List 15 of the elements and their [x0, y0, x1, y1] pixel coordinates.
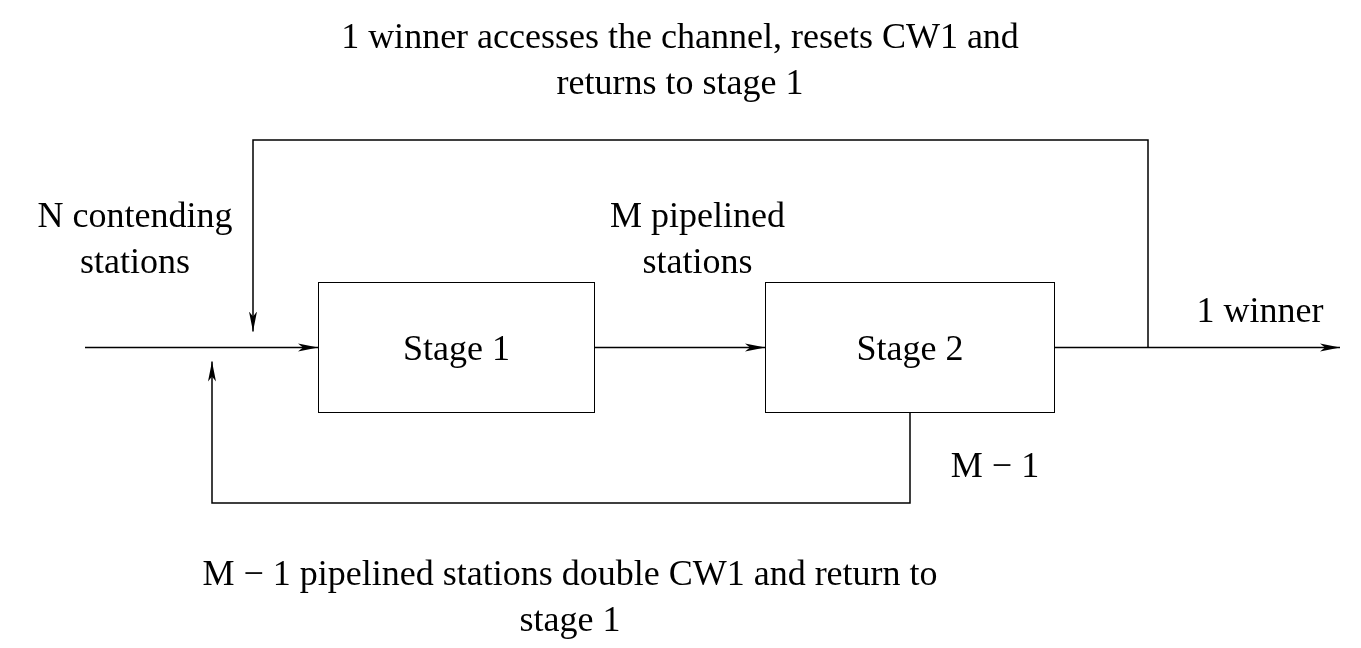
stage-label: Stage 1 — [403, 326, 510, 369]
note-label: M − 1 — [949, 444, 1041, 487]
edge-label: 1 winner accesses the channel, resets CW1 and returns to stage 1 — [340, 15, 1020, 104]
note-label: N contending stations — [36, 194, 234, 283]
stage-box — [765, 282, 1055, 413]
edge-label: M − 1 pipelined stations double CW1 and return to stage 1 — [201, 552, 939, 641]
arrow — [1054, 343, 1341, 352]
stage-label: Stage 2 — [856, 326, 964, 369]
arrow — [208, 360, 911, 504]
stage-box — [318, 282, 595, 413]
arrow — [594, 343, 766, 352]
edge-label: 1 winner — [1195, 289, 1325, 332]
arrow — [249, 139, 1149, 349]
arrow — [84, 343, 319, 352]
edge-label: M pipelined stations — [609, 194, 786, 283]
